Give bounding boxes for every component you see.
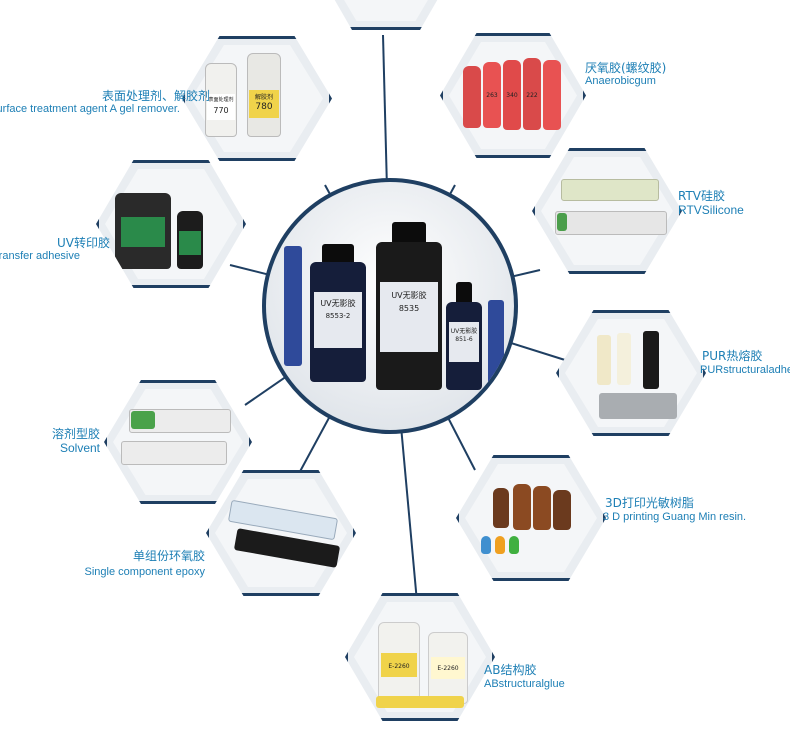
pur-label-zh: PUR热熔胶 (702, 349, 763, 363)
epoxy-label-en: Single component epoxy (84, 566, 205, 578)
uv-transfer-bottle (177, 211, 203, 269)
center-product-circle: UV无影胶 8553-2 UV无影胶 8535 UV无影胶 851-6 (262, 178, 518, 434)
ab-bottle-1: E-2260 (378, 622, 420, 702)
surface-bottle-2: 解胶剂 780 (247, 53, 281, 137)
center-syringe-right (488, 300, 504, 390)
surface-bottle-1: 表面处理剂 770 (205, 63, 237, 137)
solvent-label-en: Solvent (59, 441, 100, 455)
epoxy-hex (206, 470, 356, 596)
resin-3d-label-en: 3 D printing Guang Min resin. (603, 511, 747, 523)
anaerobic-bottle-222: 222 (526, 92, 538, 99)
uv-transfer-jug (115, 193, 171, 269)
solvent-label-zh: 溶剂型胶 (51, 427, 100, 441)
resin-3d-hex (456, 455, 606, 581)
ab-label-en: ABstructuralglue (484, 678, 565, 690)
surface-label-en: urface treatment agent A gel remover. (0, 103, 180, 115)
ab-bottle-2: E-2260 (428, 632, 468, 704)
center-bottle-8535: UV无影胶 8535 (376, 242, 442, 390)
anaerobic-label-zh: 厌氧胶(螺纹胶) (585, 61, 667, 75)
center-syringe-left (284, 246, 302, 366)
uv-transfer-label-en: / transfer adhesive (0, 250, 80, 262)
resin-3d-label-zh: 3D打印光敏树脂 (605, 496, 694, 510)
anaerobic-label-en: Anaerobicgum (585, 75, 656, 87)
rtv-hex (532, 148, 682, 274)
anaerobic-bottle-263: 263 (486, 92, 498, 99)
center-bottle-8553: UV无影胶 8553-2 (310, 262, 366, 382)
pur-hex (556, 310, 706, 436)
uv-transfer-label-zh: UV转印胶 (57, 236, 110, 250)
epoxy-label-zh: 单组份环氧胶 (132, 549, 205, 563)
ab-label-zh: AB结构胶 (484, 663, 537, 677)
uv-transfer-hex (96, 160, 246, 288)
anaerobic-bottle-340: 340 (506, 92, 518, 99)
rtv-label-en: RTVSilicone (678, 203, 744, 217)
surface-label-zh: 表面处理剂、解胶剂 (101, 89, 210, 103)
center-bottle-851: UV无影胶 851-6 (446, 302, 482, 390)
rtv-label-zh: RTV硅胶 (678, 189, 726, 203)
pur-label-en: PURstructuraladhesive (700, 364, 790, 376)
